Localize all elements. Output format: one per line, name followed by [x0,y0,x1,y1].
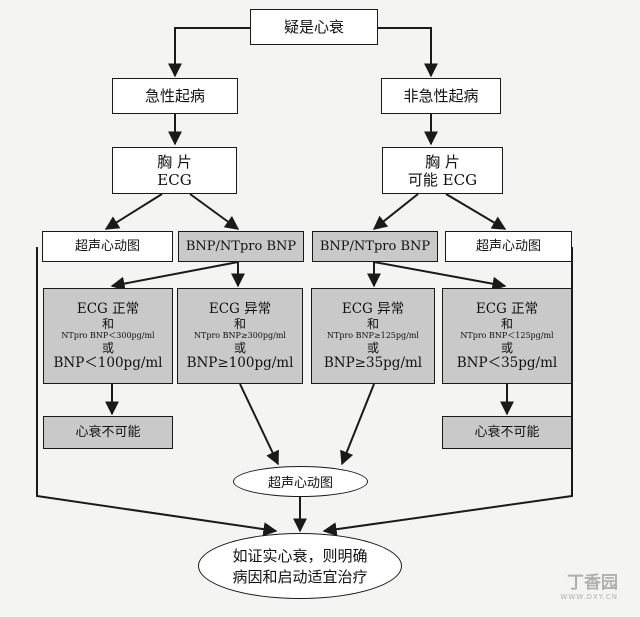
arrow-chest-right-to-bnp [372,193,419,230]
arrow-chest-left-to-bnp [189,193,240,230]
cond2-ntpro: NTpro BNP≥300pg/ml [194,331,286,341]
cond2-and: 和 [233,317,246,332]
cond1-or: 或 [101,340,114,355]
echo-center-oval: 超声心动图 [233,466,368,497]
arrow-chest-left-to-echo [104,193,163,230]
final-line1: 如证实心衰，则明确 [232,547,368,565]
chest-left-line1: 胸 片 [157,152,192,171]
chest-xray-ecg-right: 胸 片 可能 ECG [382,147,503,194]
bnp-right-node: BNP/NTpro BNP [312,231,438,262]
condition-box-3: ECG 异常 和 NTpro BNP≥125pg/ml 或 BNP≥35pg/m… [311,288,435,384]
cond4-and: 和 [500,317,513,332]
arrow-chest-right-to-echo [445,193,507,230]
cond4-bnp: BNP＜35pg/ml [456,354,558,371]
bnp-left-node: BNP/NTpro BNP [178,231,304,262]
chest-xray-ecg-left: 胸 片 ECG [112,147,237,194]
arrow-cond3-to-echo-center [340,383,375,466]
cond2-bnp: BNP≥100pg/ml [186,354,294,371]
cond4-ecg: ECG 正常 [475,300,539,317]
cond3-ecg: ECG 异常 [341,300,405,317]
chest-right-line2: 可能 ECG [407,170,478,189]
chest-left-line2: ECG [157,170,192,189]
arrow-start-to-acute [168,27,250,78]
cond4-or: 或 [500,340,513,355]
cond1-and: 和 [101,317,114,332]
acute-onset-node: 急性起病 [112,78,238,114]
echo-left-node: 超声心动图 [42,231,173,262]
cond3-or: 或 [366,340,379,355]
condition-box-1: ECG 正常 和 NTpro BNP＜300pg/ml 或 BNP＜100pg/… [43,288,173,384]
arrow-echo-left-to-final [36,247,278,537]
arrow-cond2-to-echo-center [239,383,279,466]
cond3-bnp: BNP≥35pg/ml [323,354,423,371]
start-node: 疑是心衰 [250,9,378,45]
hf-unlikely-right: 心衰不可能 [442,416,572,449]
arrow-bnp-right-to-cond4 [373,261,507,291]
echo-right-node: 超声心动图 [445,231,572,262]
arrow-echo-right-to-final [322,247,573,537]
cond2-or: 或 [233,340,246,355]
watermark-url: WWW.DXY.CN [560,593,618,601]
final-oval: 如证实心衰，则明确 病因和启动适宜治疗 [198,533,402,599]
hf-unlikely-left: 心衰不可能 [43,416,173,449]
watermark-name: 丁香园 [567,573,618,593]
arrow-start-to-nonacute [378,27,438,78]
nonacute-onset-node: 非急性起病 [381,78,501,114]
condition-box-2: ECG 异常 和 NTpro BNP≥300pg/ml 或 BNP≥100pg/… [177,288,303,384]
arrow-bnp-left-to-cond1 [110,261,239,291]
cond2-ecg: ECG 异常 [208,300,272,317]
cond4-ntpro: NTpro BNP＜125pg/ml [460,331,554,341]
cond3-ntpro: NTpro BNP≥125pg/ml [327,331,419,341]
final-line2: 病因和启动适宜治疗 [232,568,368,586]
condition-box-4: ECG 正常 和 NTpro BNP＜125pg/ml 或 BNP＜35pg/m… [442,288,572,384]
cond1-ecg: ECG 正常 [76,300,140,317]
cond1-ntpro: NTpro BNP＜300pg/ml [61,331,155,341]
watermark: 丁香园 WWW.DXY.CN [560,568,618,601]
cond1-bnp: BNP＜100pg/ml [53,354,163,371]
chest-right-line1: 胸 片 [425,152,460,171]
cond3-and: 和 [366,317,379,332]
